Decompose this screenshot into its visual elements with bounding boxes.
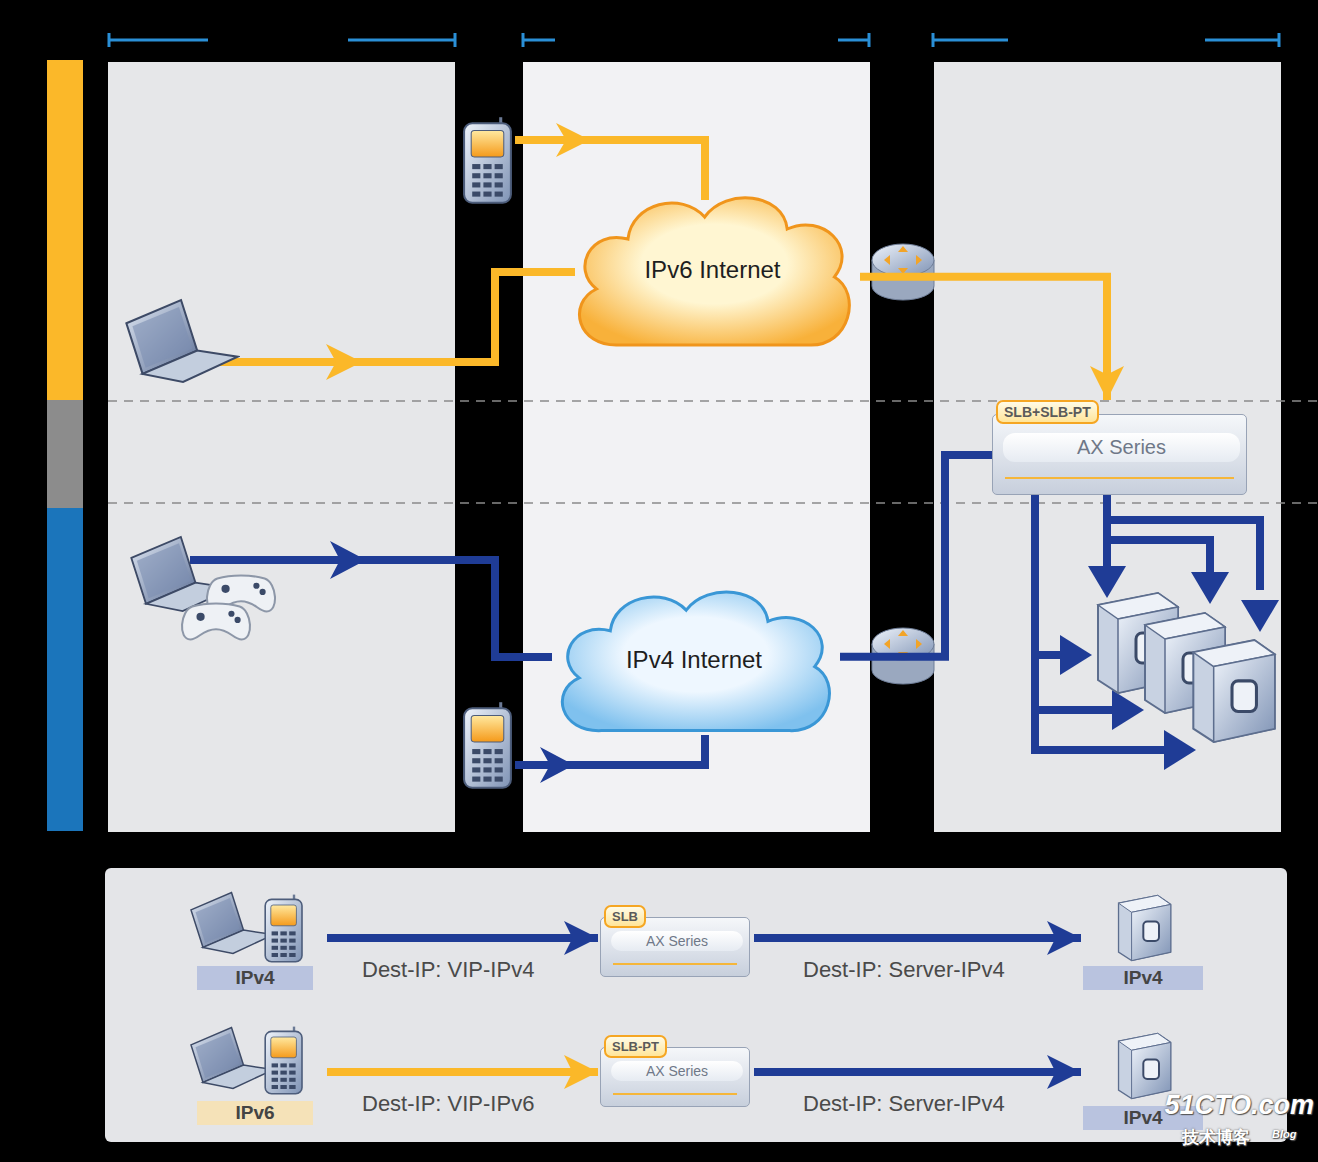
phone-icon bbox=[464, 117, 511, 203]
load-balancer: AX Series SLB+SLB-PT bbox=[992, 400, 1247, 495]
drawing-part bbox=[326, 344, 362, 380]
phone-icon bbox=[464, 702, 511, 788]
drawing-part bbox=[1107, 520, 1260, 590]
flow-connector bbox=[754, 934, 1081, 942]
drawing-part bbox=[108, 502, 1318, 504]
drawing-part bbox=[330, 541, 366, 579]
load-balancer: AX Series SLB-PT bbox=[600, 1035, 750, 1107]
drawing-part bbox=[1035, 706, 1118, 714]
drawing-part bbox=[838, 39, 870, 42]
feature-badge: SLB bbox=[604, 905, 646, 928]
drawing-part bbox=[522, 39, 555, 42]
zone-separator bbox=[108, 401, 1318, 503]
ipv4-bar bbox=[47, 508, 83, 831]
legend-panel bbox=[105, 868, 1287, 1142]
laptop-icon bbox=[126, 300, 237, 382]
drawing-part bbox=[932, 39, 1008, 42]
device-face: AX Series bbox=[1003, 433, 1240, 462]
client-panel bbox=[108, 62, 455, 832]
drawing-part bbox=[1112, 690, 1144, 730]
laptop-icon bbox=[191, 1028, 274, 1089]
server-icon bbox=[1193, 640, 1274, 742]
address-label: IPv4 bbox=[1083, 890, 1213, 990]
flow-arrowhead bbox=[326, 123, 590, 783]
flow-connector bbox=[860, 277, 1107, 400]
protocol-tag: IPv6 bbox=[197, 1101, 313, 1125]
flow-connector bbox=[327, 1068, 598, 1076]
laptop-icon bbox=[191, 893, 274, 954]
drawing-part bbox=[556, 123, 590, 157]
device-stripe bbox=[613, 1093, 737, 1095]
network-cloud: IPv4 Internet bbox=[548, 580, 840, 740]
watermark: 51CTO.com bbox=[1164, 1090, 1314, 1121]
device-name: AX Series bbox=[646, 933, 708, 949]
drawing-part bbox=[108, 33, 111, 47]
phone-icon bbox=[265, 1027, 302, 1094]
feature-badge: SLB+SLB-PT bbox=[996, 400, 1099, 424]
server-arrowhead bbox=[1060, 566, 1279, 770]
device-face: AX Series bbox=[611, 1061, 743, 1081]
router-icon bbox=[872, 244, 934, 300]
edge-label: Dest-IP: Server-IPv4 bbox=[800, 957, 1008, 983]
drawing-part bbox=[540, 747, 574, 783]
flow-connector bbox=[840, 455, 992, 657]
drawing-part bbox=[348, 39, 456, 42]
edge-label: Dest-IP: Server-IPv4 bbox=[800, 1091, 1008, 1117]
device-face: AX Series bbox=[611, 931, 743, 951]
drawing-part bbox=[1191, 572, 1229, 604]
load-balancer: AX SeriesSLB bbox=[600, 905, 750, 977]
watermark: 技术博客 bbox=[1182, 1126, 1250, 1149]
feature-badge: SLB-PT bbox=[604, 1035, 667, 1058]
flow-connector bbox=[327, 934, 598, 942]
phone-icon bbox=[265, 895, 302, 962]
drawing-part bbox=[1164, 730, 1196, 770]
drawing-part bbox=[868, 33, 871, 47]
internet-panel bbox=[523, 62, 870, 832]
ipv6-bar bbox=[47, 60, 83, 400]
server-icon bbox=[1119, 895, 1171, 960]
drawing-part bbox=[1060, 635, 1092, 675]
protocol-tag: IPv4 bbox=[1083, 966, 1203, 990]
cloud-title: IPv4 Internet bbox=[548, 646, 840, 674]
edge-label: Dest-IP: VIP-IPv4 bbox=[359, 957, 537, 983]
device-stripe bbox=[1005, 477, 1234, 479]
drawing-part bbox=[108, 400, 1318, 402]
drawing-part bbox=[515, 140, 705, 200]
cloud-title: IPv6 Internet bbox=[565, 256, 860, 284]
drawing-part bbox=[1241, 600, 1279, 632]
drawing-part bbox=[932, 33, 935, 47]
drawing-part bbox=[1103, 540, 1111, 565]
bracket bbox=[108, 33, 1280, 47]
device-name: AX Series bbox=[1077, 436, 1166, 458]
drawing-part bbox=[1205, 39, 1280, 42]
device-name: AX Series bbox=[646, 1063, 708, 1079]
network-cloud: IPv6 Internet bbox=[565, 185, 860, 355]
drawing-part bbox=[522, 33, 525, 47]
drawing-part bbox=[454, 33, 457, 47]
address-label: IPv6 bbox=[185, 1015, 323, 1125]
dual-bar bbox=[47, 400, 83, 508]
device-stripe bbox=[613, 963, 737, 965]
edge-label: Dest-IP: VIP-IPv6 bbox=[359, 1091, 537, 1117]
drawing-part bbox=[108, 39, 208, 42]
drawing-part bbox=[220, 272, 575, 362]
gamepad-icon bbox=[182, 603, 250, 639]
drawing-part bbox=[1088, 566, 1126, 598]
datacenter-panel bbox=[934, 62, 1281, 832]
protocol-tag: IPv4 bbox=[197, 966, 313, 990]
drawing-part bbox=[1278, 33, 1281, 47]
server-icon bbox=[1119, 1033, 1171, 1098]
address-label: IPv4 bbox=[185, 880, 323, 990]
device-chassis: AX Series bbox=[992, 414, 1247, 495]
flow-connector bbox=[754, 1068, 1081, 1076]
watermark: Blog bbox=[1272, 1128, 1296, 1140]
